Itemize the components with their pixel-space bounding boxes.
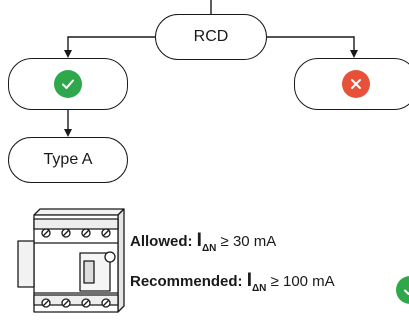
type-a-label: Type A (43, 151, 93, 168)
recommended-label: Recommended: (130, 273, 243, 290)
rcd-node: RCD (155, 14, 267, 60)
check-icon (54, 70, 82, 98)
recommended-condition: ≥ 100 mA (270, 273, 335, 290)
allowed-spec: Allowed: IΔN ≥ 30 mA (130, 230, 277, 254)
recommended-current-symbol: I (246, 270, 252, 291)
allowed-subscript: ΔN (201, 243, 217, 254)
type-a-node: Type A (8, 137, 128, 183)
allowed-label: Allowed: (130, 233, 193, 250)
rcd-breaker-icon (17, 208, 125, 313)
allowed-condition: ≥ 30 mA (220, 233, 277, 250)
rcd-label: RCD (193, 28, 229, 45)
no-node (294, 58, 409, 110)
recommended-subscript: ΔN (251, 283, 267, 294)
recommended-spec: Recommended: IΔN ≥ 100 mA (130, 270, 335, 294)
allowed-current-symbol: I (196, 230, 202, 251)
cross-icon (342, 70, 370, 98)
yes-node (8, 58, 128, 110)
